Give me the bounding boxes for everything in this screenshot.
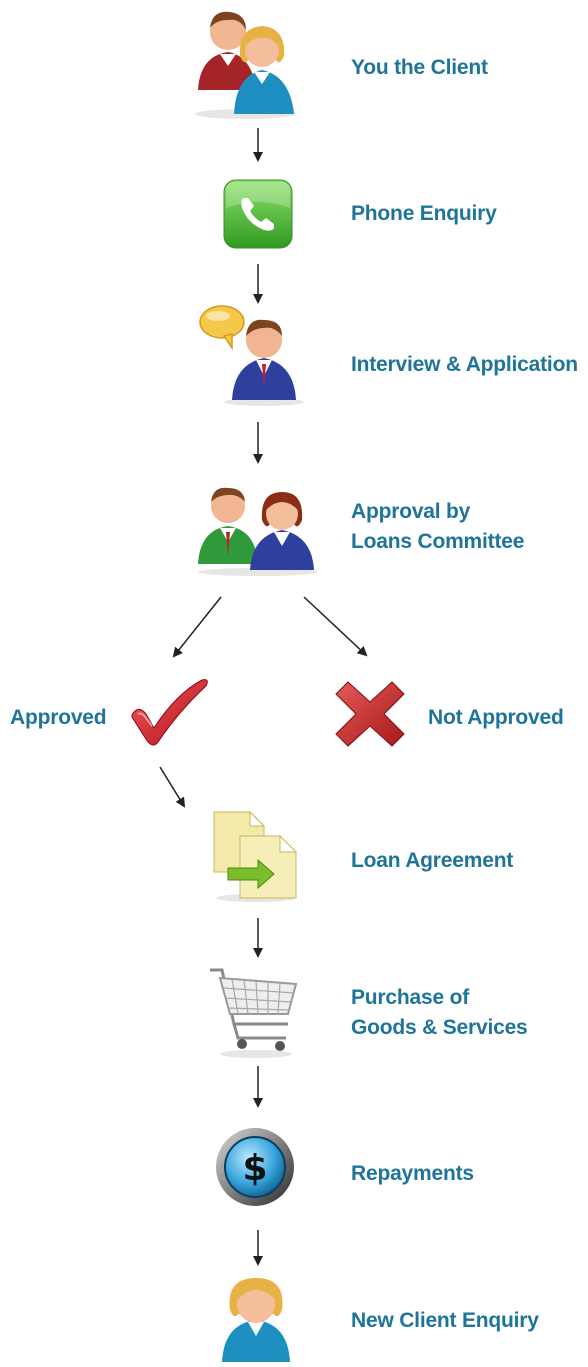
step-label-interview: Interview & Application <box>351 350 578 380</box>
step-label-client: You the Client <box>351 53 488 83</box>
checkmark-icon <box>128 676 212 748</box>
documents-icon <box>210 810 300 902</box>
phone-icon <box>222 178 294 250</box>
phone-label: Phone Enquiry <box>351 202 497 225</box>
arrow-approval-to-approved <box>172 596 222 658</box>
step-label-approval: Approval by Loans Committee <box>351 497 524 557</box>
repayments-label: Repayments <box>351 1162 474 1185</box>
new-enquiry-label: New Client Enquiry <box>351 1309 539 1332</box>
svg-text:$: $ <box>242 1148 267 1189</box>
step-label-not-approved: Not Approved <box>428 703 564 733</box>
purchase-label-line1: Purchase of <box>351 986 470 1009</box>
step-label-repayments: Repayments <box>351 1159 474 1189</box>
not-approved-label: Not Approved <box>428 706 564 729</box>
committee-icon <box>194 480 322 576</box>
agreement-label: Loan Agreement <box>351 849 514 872</box>
step-label-phone: Phone Enquiry <box>351 199 497 229</box>
dollar-coin-icon: $ <box>214 1126 296 1208</box>
step-label-purchase: Purchase of Goods & Services <box>351 983 528 1043</box>
interview-label: Interview & Application <box>351 353 578 376</box>
person-icon <box>218 1274 294 1362</box>
approval-label-line1: Approval by <box>351 500 471 523</box>
arrow-approved-to-agreement <box>159 766 186 808</box>
arrow-approval-to-not-approved <box>303 596 368 657</box>
client-label: You the Client <box>351 56 488 79</box>
two-people-icon <box>190 4 300 119</box>
approved-label: Approved <box>10 706 107 729</box>
approval-label-line2: Loans Committee <box>351 530 525 553</box>
purchase-label-line2: Goods & Services <box>351 1016 528 1039</box>
speaking-person-icon <box>198 302 308 406</box>
step-label-agreement: Loan Agreement <box>351 846 513 876</box>
step-label-approved: Approved <box>10 703 107 733</box>
step-label-new-enquiry: New Client Enquiry <box>351 1306 539 1336</box>
cross-icon <box>334 680 406 748</box>
shopping-cart-icon <box>208 962 300 1058</box>
